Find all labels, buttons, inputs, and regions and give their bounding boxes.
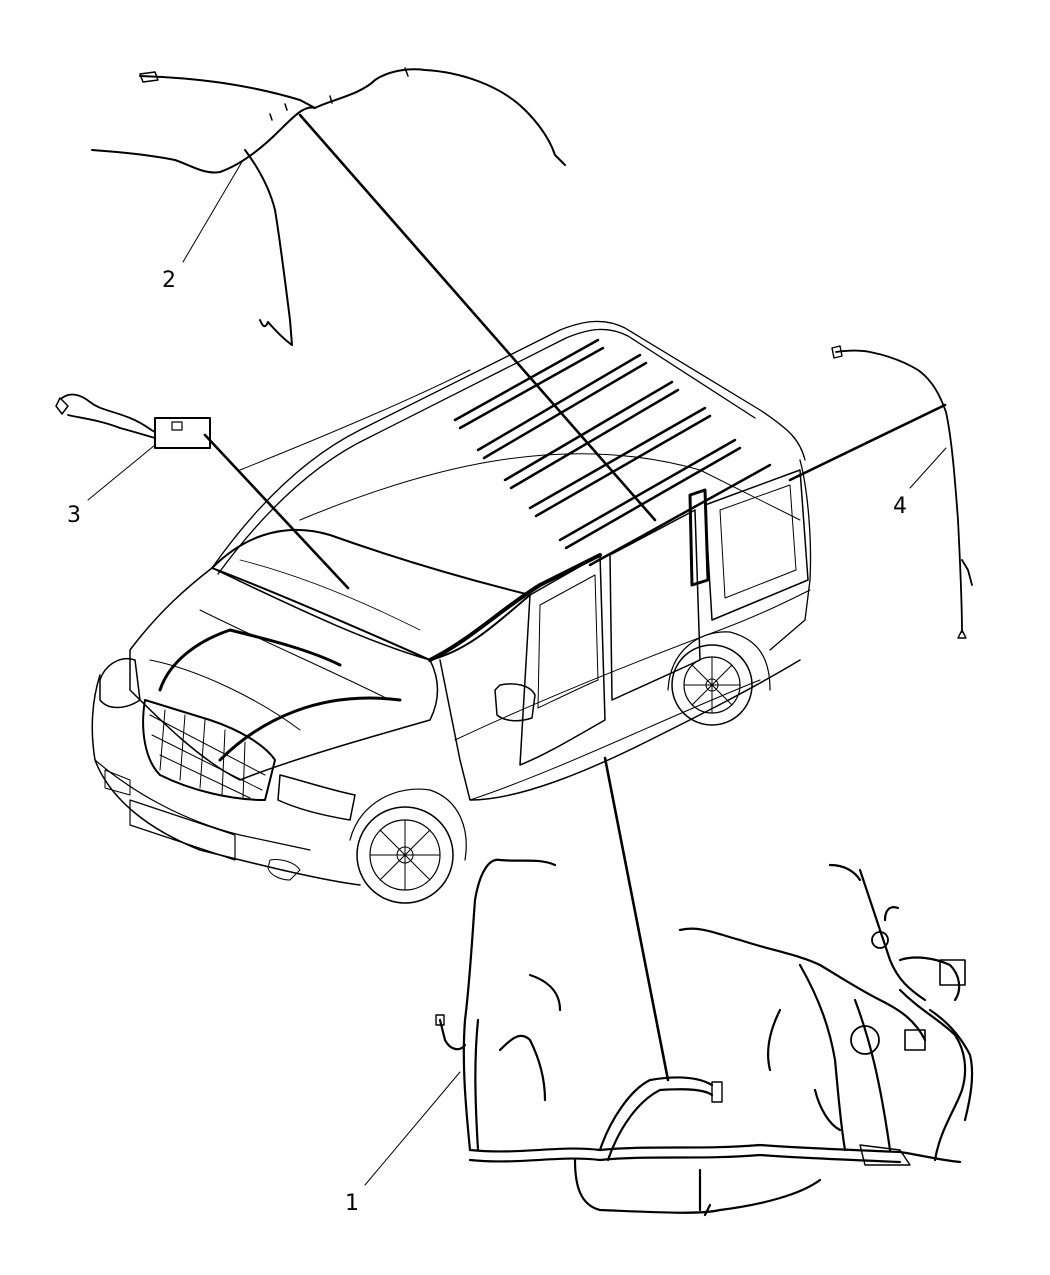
callout-label-3: 3 — [67, 503, 81, 528]
leader-harness-3 — [203, 433, 350, 590]
pointer-1 — [364, 1071, 461, 1186]
pointer-3 — [87, 444, 156, 501]
callout-pointers — [87, 159, 947, 1186]
instrument-panel-wiring-harness-icon — [435, 858, 974, 1217]
pointer-2 — [182, 159, 244, 263]
callout-label-4: 4 — [893, 494, 907, 519]
pointer-4 — [909, 447, 947, 489]
body-wiring-harness-icon — [91, 67, 566, 346]
leader-harness-1 — [603, 756, 670, 1082]
leader-harness-4 — [788, 403, 947, 482]
callout-label-2: 2 — [162, 268, 176, 293]
leader-harness-2 — [298, 113, 657, 522]
callout-label-1: 1 — [345, 1191, 359, 1216]
leader-lines — [203, 113, 947, 1082]
minivan-outline-icon — [91, 320, 812, 904]
jumper-wiring-module-icon — [55, 393, 211, 449]
liftgate-wiring-harness-icon — [831, 345, 973, 639]
